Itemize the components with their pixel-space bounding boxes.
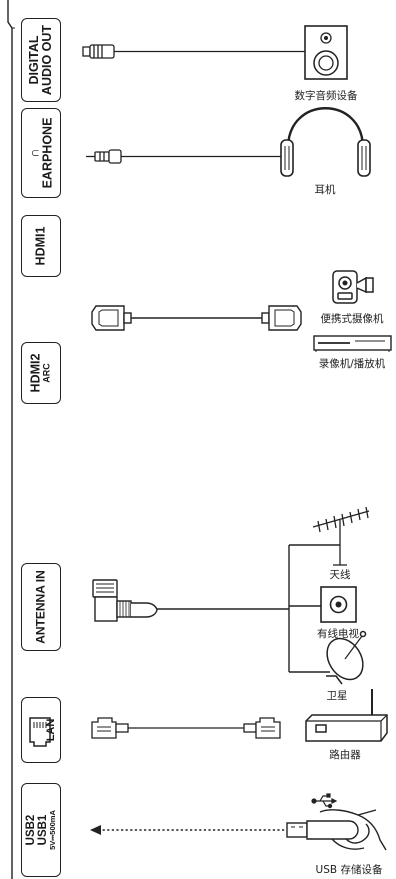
port-lan: LAN [21, 697, 61, 763]
port-digital-audio-out: DIGITAL AUDIO OUT [21, 18, 61, 102]
label-cable-tv-device: 有线电视 [317, 628, 359, 640]
label-router-device: 路由器 [329, 749, 361, 761]
port-hdmi2-arc: HDMI2 ARC [21, 342, 61, 404]
antenna-cable [92, 544, 340, 673]
label-camcorder-device: 便携式摄像机 [320, 313, 384, 325]
port-usb: USB2 USB1 5V⎓500mA [21, 783, 61, 877]
port-hdmi1: HDMI1 [21, 215, 61, 277]
router-icon [305, 689, 388, 742]
label-satellite-device: 卫星 [326, 690, 348, 702]
hand-usb-icon [286, 809, 387, 851]
lan-port-icon [29, 717, 51, 747]
camcorder-icon [332, 270, 374, 304]
lan-cable [91, 717, 281, 739]
usb-arrow [90, 825, 285, 835]
optical-cable [82, 44, 305, 59]
label-earphone-device: 耳机 [314, 184, 336, 196]
port-antenna-in: ANTENNA IN [21, 563, 61, 651]
label-usb-storage-device: USB 存储设备 [315, 864, 383, 876]
tv-panel-edge [7, 0, 15, 879]
usb-symbol-icon [311, 793, 338, 809]
satellite-dish-icon [326, 630, 367, 685]
label-digital-audio-device: 数字音频设备 [294, 90, 358, 102]
earphone-cable [86, 149, 283, 164]
hdmi-cable [91, 305, 302, 331]
player-icon [313, 335, 392, 352]
speaker-icon [304, 25, 348, 80]
headphones-icon [280, 107, 371, 177]
antenna-icon [312, 506, 370, 566]
label-antenna-device: 天线 [329, 569, 351, 581]
port-earphone: ∩ EARPHONE [21, 108, 61, 198]
wall-socket-icon [320, 586, 357, 623]
label-recorder-device: 录像机/播放机 [318, 358, 386, 370]
